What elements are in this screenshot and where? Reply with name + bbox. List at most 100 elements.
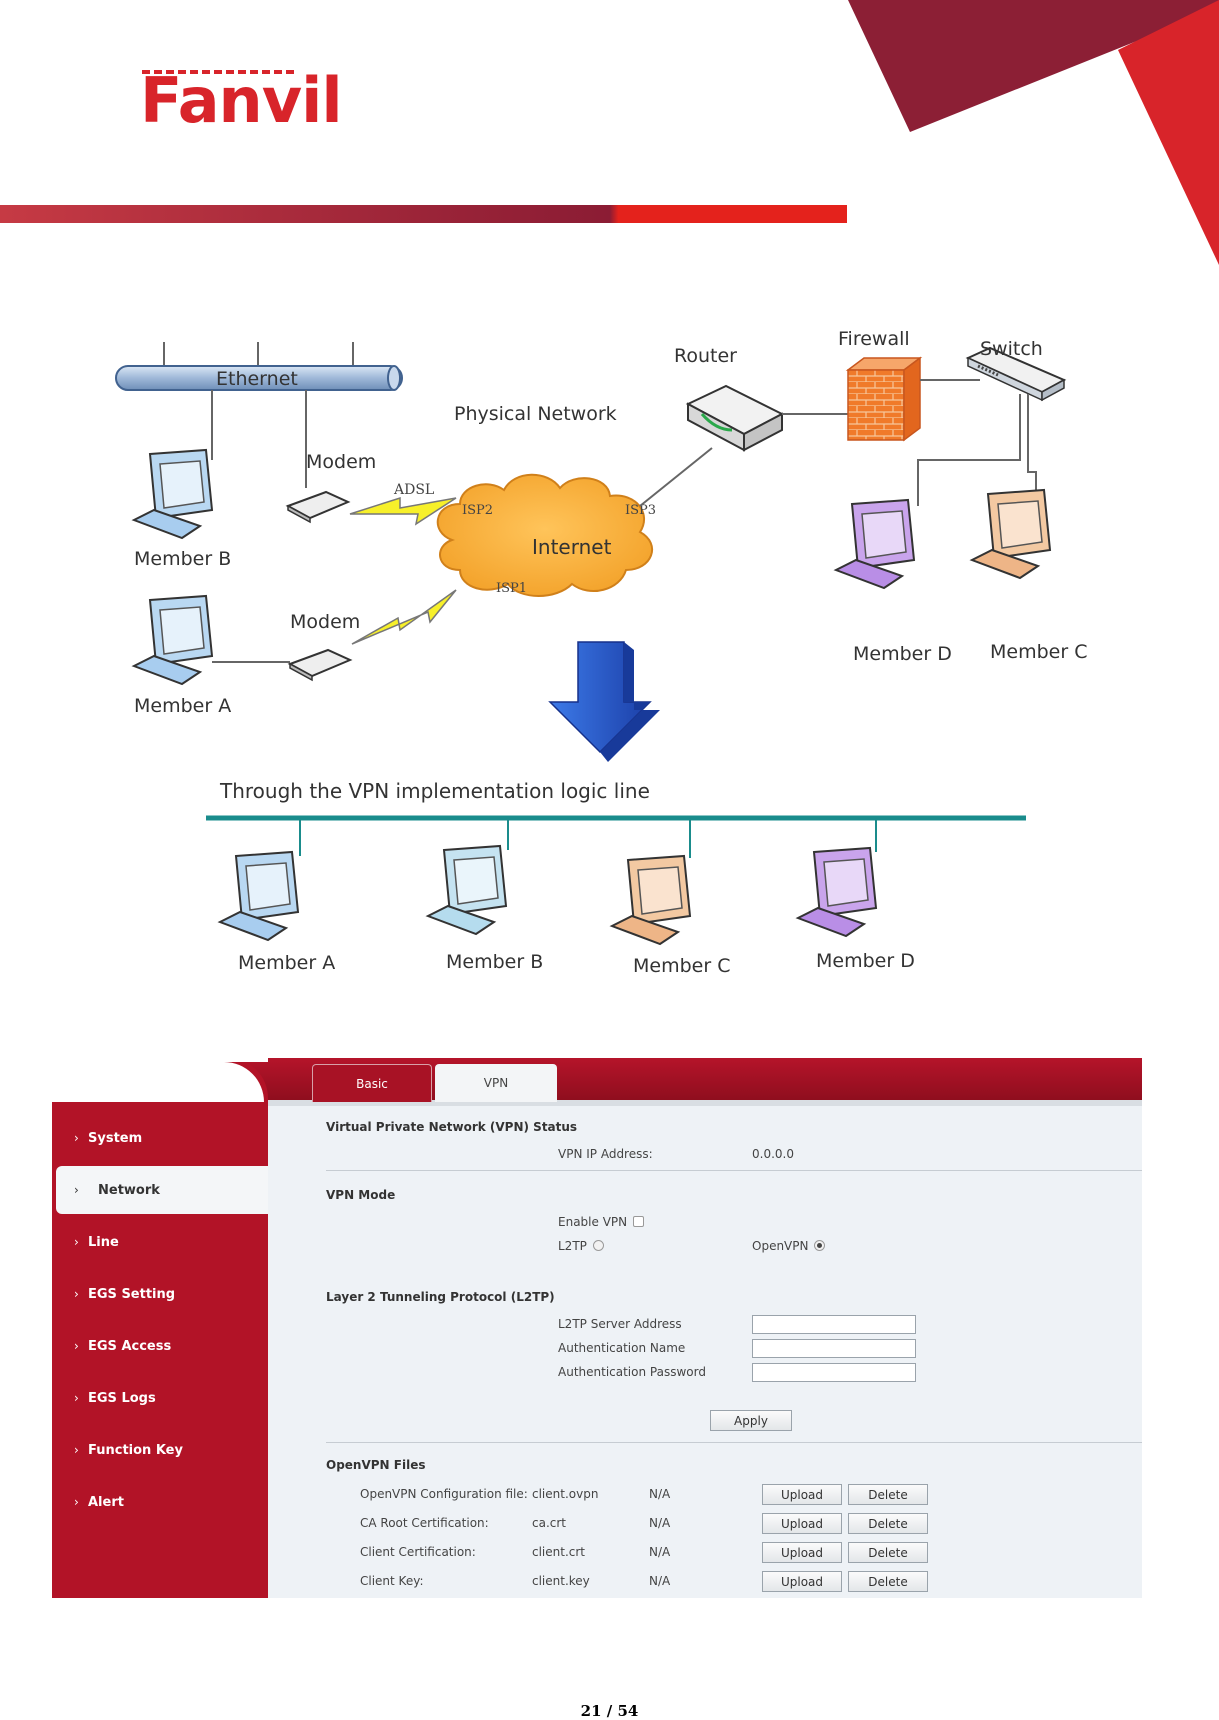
chevron-right-icon: ›: [74, 1131, 79, 1145]
delete-button[interactable]: Delete: [848, 1571, 928, 1592]
auth-password-label: Authentication Password: [558, 1365, 706, 1379]
member-c-label-right: Member C: [990, 641, 1087, 663]
sidebar-item-egs-logs[interactable]: › EGS Logs: [74, 1390, 156, 1406]
tab-basic[interactable]: Basic: [312, 1064, 432, 1102]
member-c-computer-vpn: [609, 854, 692, 946]
page-number: 21 / 54: [580, 1702, 639, 1720]
member-d-computer-vpn: [795, 846, 878, 938]
sidebar-item-function-key[interactable]: › Function Key: [74, 1442, 183, 1458]
ethernet-label: Ethernet: [216, 368, 298, 390]
member-d-computer-right: [833, 498, 916, 590]
l2tp-title: Layer 2 Tunneling Protocol (L2TP): [326, 1290, 555, 1304]
vpn-mode-title: VPN Mode: [326, 1188, 396, 1202]
member-a-label: Member A: [134, 695, 231, 717]
adsl-label: ADSL: [393, 482, 434, 498]
tab-vpn[interactable]: VPN: [435, 1064, 557, 1102]
member-b-label-vpn: Member B: [446, 951, 543, 973]
isp3-label: ISP3: [625, 503, 656, 518]
delete-button[interactable]: Delete: [848, 1484, 928, 1505]
delete-button[interactable]: Delete: [848, 1542, 928, 1563]
member-b-label: Member B: [134, 548, 231, 570]
member-d-label-right: Member D: [853, 643, 952, 665]
auth-password-input[interactable]: [752, 1363, 916, 1382]
chevron-right-icon: ›: [74, 1391, 79, 1405]
chevron-right-icon: ›: [74, 1235, 79, 1249]
logo-text: Fanvil: [140, 64, 340, 128]
member-c-computer-right: [969, 488, 1052, 580]
openvpn-files-title: OpenVPN Files: [326, 1458, 426, 1472]
upload-button[interactable]: Upload: [762, 1542, 842, 1563]
sidebar-item-system[interactable]: › System: [74, 1130, 143, 1146]
delete-button[interactable]: Delete: [848, 1513, 928, 1534]
switch-device: [965, 346, 1067, 402]
l2tp-label: L2TP: [558, 1239, 587, 1253]
vpn-settings-screenshot: › System › Network › Line › EGS Setting …: [52, 1058, 1142, 1598]
switch-member-c-link: [1027, 394, 1037, 496]
modem-bottom-label: Modem: [290, 611, 360, 633]
member-d-label-vpn: Member D: [816, 950, 915, 972]
chevron-right-icon: ›: [74, 1287, 79, 1301]
auth-name-label: Authentication Name: [558, 1341, 686, 1355]
router-device: [685, 384, 785, 452]
switch-label: Switch: [980, 338, 1043, 360]
openvpn-radio[interactable]: [814, 1240, 826, 1251]
openvpn-radio-row: OpenVPN: [752, 1239, 826, 1253]
sidebar-item-egs-setting[interactable]: › EGS Setting: [74, 1286, 176, 1302]
openvpn-label: OpenVPN: [752, 1239, 809, 1253]
chevron-right-icon: ›: [74, 1443, 79, 1457]
modem-top-label: Modem: [306, 451, 376, 473]
sidebar-item-egs-access[interactable]: › EGS Access: [74, 1338, 172, 1354]
sidebar: [52, 1058, 268, 1598]
adsl-link-bolt: [349, 496, 457, 526]
upload-button[interactable]: Upload: [762, 1484, 842, 1505]
enable-vpn-label: Enable VPN: [558, 1215, 628, 1229]
vpn-network-diagram: Ethernet Physical Network Member B Modem…: [115, 328, 1087, 977]
internet-router-link: [639, 447, 713, 507]
member-c-label-vpn: Member C: [633, 955, 730, 977]
router-label: Router: [674, 345, 737, 367]
firewall-label: Firewall: [838, 328, 910, 350]
corner-red-triangle: [1118, 0, 1219, 265]
upload-button[interactable]: Upload: [762, 1571, 842, 1592]
switch-member-d-link: [917, 394, 1021, 506]
ethernet-bus: Ethernet: [115, 342, 403, 391]
fanvil-logo: Fanvil: [140, 64, 340, 128]
sidebar-item-line[interactable]: › Line: [74, 1234, 119, 1250]
modem-top: [285, 490, 351, 524]
chevron-right-icon: ›: [74, 1339, 79, 1353]
member-a-label-vpn: Member A: [238, 952, 335, 974]
transition-arrow: [548, 641, 660, 762]
isp1-label: ISP1: [496, 581, 527, 596]
vpn-line-label: Through the VPN implementation logic lin…: [219, 779, 650, 803]
sidebar-item-network[interactable]: › Network: [56, 1166, 268, 1214]
internet-label: Internet: [532, 535, 612, 559]
member-a-computer-vpn: [217, 850, 300, 942]
member-b-computer-vpn: [425, 844, 508, 936]
corner-dark-triangle: [848, 0, 1219, 132]
apply-button[interactable]: Apply: [710, 1410, 792, 1431]
l2tp-server-input[interactable]: [752, 1315, 916, 1334]
modem-bottom: [287, 648, 353, 682]
upload-button[interactable]: Upload: [762, 1513, 842, 1534]
enable-vpn-row: Enable VPN: [558, 1215, 645, 1229]
internet-cloud: Internet: [436, 473, 653, 597]
isp2-label: ISP2: [462, 503, 493, 518]
member-a-computer: [131, 594, 214, 686]
l2tp-radio[interactable]: [592, 1240, 604, 1251]
header-gradient-bar: [0, 205, 847, 223]
vpn-content: Virtual Private Network (VPN) Status VPN…: [268, 1106, 1142, 1598]
chevron-right-icon: ›: [74, 1495, 79, 1509]
auth-name-input[interactable]: [752, 1339, 916, 1358]
vpn-ip-value: 0.0.0.0: [752, 1147, 794, 1161]
physical-network-label: Physical Network: [454, 403, 617, 425]
enable-vpn-checkbox[interactable]: [633, 1216, 645, 1227]
sidebar-item-alert[interactable]: › Alert: [74, 1494, 124, 1510]
header-corner-decoration: [848, 0, 1219, 265]
firewall-device: [845, 356, 923, 442]
l2tp-server-label: L2TP Server Address: [558, 1317, 682, 1331]
vpn-ip-label: VPN IP Address:: [558, 1147, 653, 1161]
isp1-link-bolt: [351, 589, 457, 645]
chevron-right-icon: ›: [74, 1183, 79, 1197]
l2tp-radio-row: L2TP: [558, 1239, 604, 1253]
vpn-status-title: Virtual Private Network (VPN) Status: [326, 1120, 578, 1134]
